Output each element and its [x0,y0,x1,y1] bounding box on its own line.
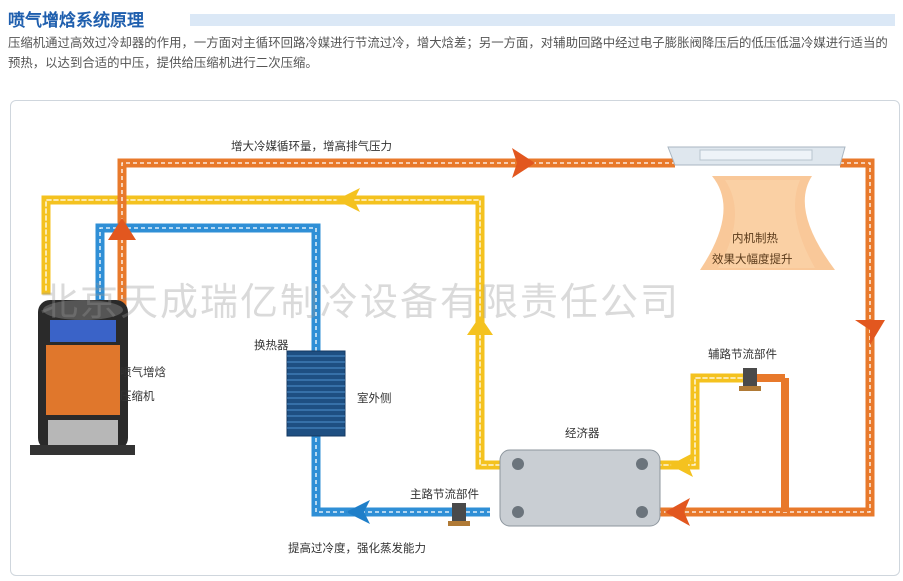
company-watermark: 北京天成瑞亿制冷设备有限责任公司 [40,280,681,324]
arrow-yellow-up-icon [467,316,493,335]
arrow-yellow-left-icon [336,188,360,212]
subcooling-label: 提高过冷度，强化蒸发能力 [288,541,426,555]
main-throttle-valve-icon [448,503,470,526]
title-decoration-bar [190,14,895,26]
diagram-frame [10,100,900,576]
injection-pipe [41,195,755,470]
arrow-orange-down-icon [855,320,885,345]
arrow-blue-left-icon [346,500,370,524]
heat-exchanger-label: 换热器 [254,338,289,352]
arrow-orange-left-icon [665,498,690,526]
aux-throttle-label: 辅路节流部件 [708,347,777,361]
compressor-label-1: 喷气增焓 [120,365,166,379]
compressor-icon [30,300,135,455]
economizer-label: 经济器 [565,426,600,440]
heat-exchanger-icon [286,350,346,437]
section-header: 喷气增焓系统原理 [0,6,903,32]
description-text: 压缩机通过高效过冷却器的作用，一方面对主循环回路冷媒进行节流过冷，增大焓差；另一… [8,35,888,70]
arrow-orange-up-icon [108,218,136,240]
main-throttle-label: 主路节流部件 [410,487,479,501]
economizer-icon [499,449,661,527]
top-flow-label: 增大冷媒循环量，增高排气压力 [231,139,392,153]
suction-pipe [95,223,490,517]
page-title: 喷气增焓系统原理 [8,11,144,31]
indoor-heating-label: 内机制热 [732,231,778,245]
arrow-orange-right-icon [512,148,535,178]
indoor-unit-icon [667,146,846,270]
compressor-label-2: 压缩机 [120,389,155,403]
arrow-yellow-left-icon-2 [670,453,693,477]
indoor-effect-label: 效果大幅度提升 [712,252,793,266]
outdoor-side-label: 室外侧 [357,391,392,405]
aux-throttle-valve-icon [739,368,761,391]
